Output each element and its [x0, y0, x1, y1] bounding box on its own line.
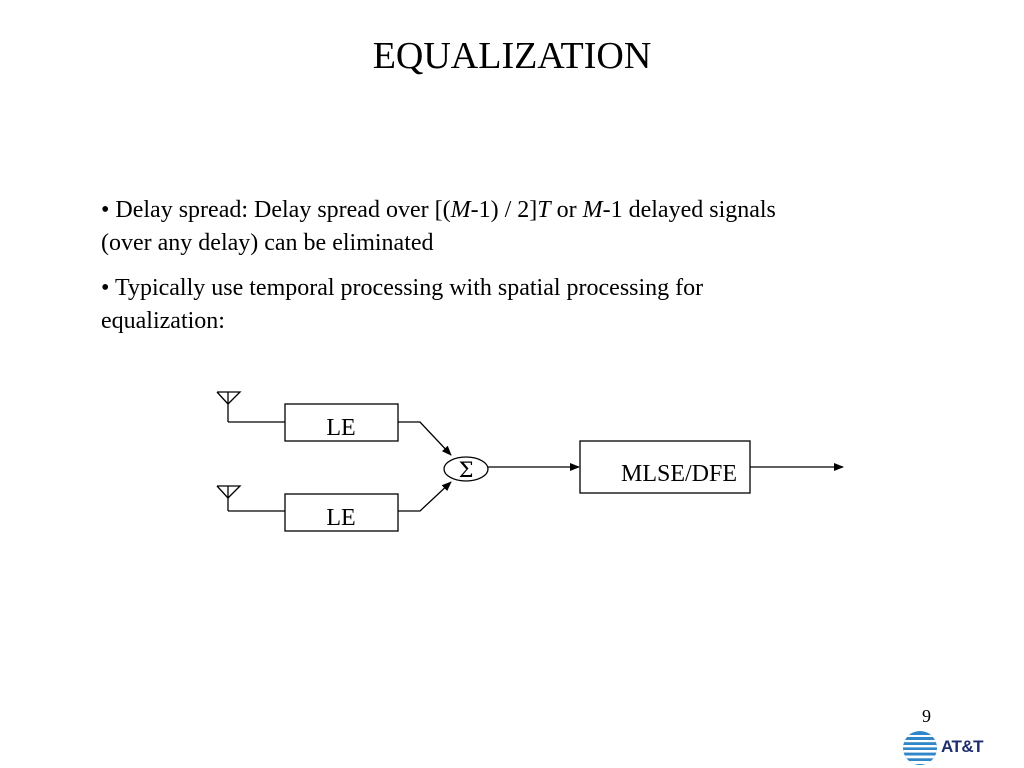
att-logo: AT&T [901, 729, 991, 765]
antenna-icon [216, 485, 285, 512]
bullet-text: • Typically use temporal processing with… [101, 275, 704, 301]
math-var-m: M [450, 197, 471, 223]
page-number: 9 [922, 706, 931, 726]
bullet-text: -1) [470, 197, 499, 223]
att-globe-icon [903, 731, 937, 765]
le-label-top: LE [326, 415, 355, 441]
connector-top [398, 421, 452, 456]
math-var-t: T [537, 197, 551, 223]
bullet-text: or [550, 197, 583, 223]
le-box-bottom [284, 493, 399, 532]
mlse-dfe-label: MLSE/DFE [621, 461, 737, 487]
bullet-text: • Delay spread: Delay spread over [( [101, 197, 451, 223]
bullet-text: equalization: [101, 308, 225, 334]
bullet-text: -1 delayed signals [602, 197, 776, 223]
bullet-delay-spread: • Delay spread: Delay spread over [(M-1)… [101, 194, 921, 260]
att-logo-text: AT&T [941, 737, 984, 756]
summer-node [443, 456, 489, 482]
le-label-bottom: LE [326, 505, 355, 531]
mlse-dfe-box [579, 440, 751, 494]
connector-bottom [398, 481, 452, 512]
antenna-icon [216, 391, 285, 423]
le-box-top [284, 403, 399, 442]
bullet-temporal-processing: • Typically use temporal processing with… [101, 272, 921, 338]
bullet-text: / [498, 197, 518, 223]
bullet-text: (over any delay) can be eliminated [101, 230, 434, 256]
slide-title: EQUALIZATION [372, 35, 652, 77]
bullet-list: • Delay spread: Delay spread over [(M-1)… [101, 194, 921, 350]
bullet-text: 2] [517, 197, 538, 223]
sigma-symbol: Σ [459, 458, 474, 482]
math-var-m: M [582, 197, 603, 223]
